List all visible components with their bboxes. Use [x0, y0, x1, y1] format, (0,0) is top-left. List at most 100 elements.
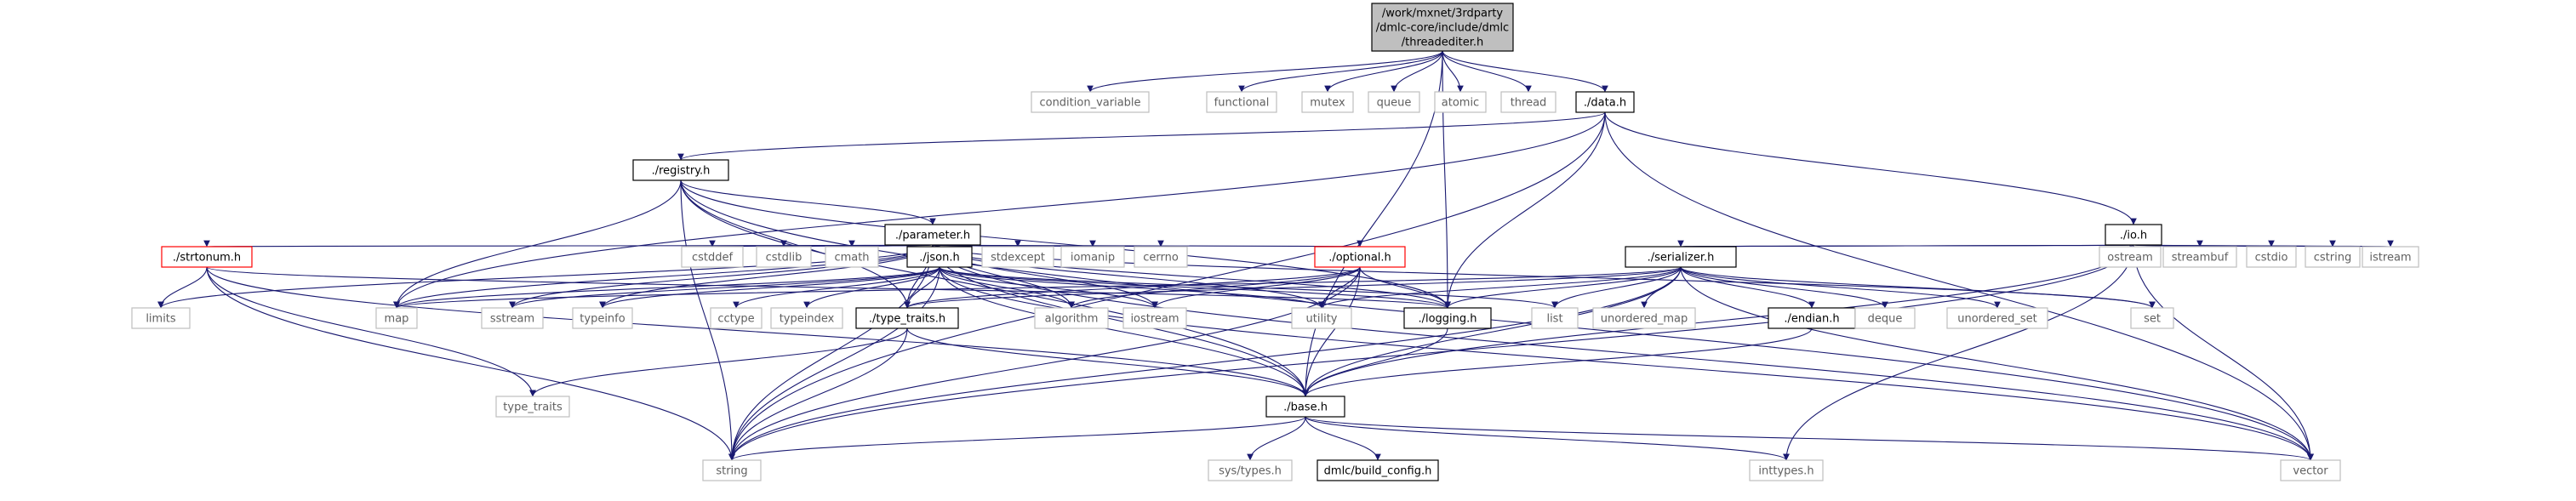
node-serializer[interactable]: ./serializer.h	[1625, 246, 1737, 268]
node-endian[interactable]: ./endian.h	[1768, 307, 1856, 329]
node-box	[2305, 246, 2361, 268]
node-box	[2099, 246, 2162, 268]
node-sstream: sstream	[481, 307, 544, 329]
node-box	[710, 307, 763, 329]
node-cerrno: cerrno	[1134, 246, 1188, 268]
node-label: thread	[1511, 97, 1547, 110]
edge-root-to-atomic	[1442, 50, 1464, 93]
node-box	[131, 307, 191, 329]
node-thread: thread	[1500, 91, 1556, 113]
node-box	[1575, 91, 1635, 113]
node-label: cstring	[2314, 252, 2351, 265]
node-box	[1034, 307, 1109, 329]
node-label: unordered_set	[1957, 313, 2036, 326]
node-box	[681, 246, 744, 268]
node-label: sstream	[490, 313, 534, 326]
node-label: list	[1546, 313, 1562, 326]
edge-json-to-vector	[939, 266, 2314, 461]
node-label: ./serializer.h	[1648, 252, 1715, 265]
node-strtonum[interactable]: ./strtonum.h	[161, 246, 253, 268]
node-box	[495, 396, 570, 418]
node-label: cctype	[717, 313, 754, 326]
node-box	[884, 224, 981, 246]
node-registry[interactable]: ./registry.h	[632, 159, 729, 181]
node-label: unordered_map	[1601, 313, 1688, 326]
node-box	[2362, 246, 2419, 268]
node-parameter[interactable]: ./parameter.h	[884, 224, 981, 246]
node-label: cmath	[834, 252, 869, 265]
node-box	[1031, 91, 1150, 113]
node-type-traits-h[interactable]: ./type_traits.h	[855, 307, 959, 329]
edge-root-to-thread	[1442, 50, 1532, 93]
node-vector: vector	[2280, 459, 2341, 481]
node-mutex: mutex	[1301, 91, 1354, 113]
node-box	[1301, 91, 1354, 113]
edge-optional-to-algorithm	[1068, 266, 1361, 309]
node-optional[interactable]: ./optional.h	[1314, 246, 1406, 268]
node-box	[2246, 246, 2297, 268]
edge-serializer-to-logging	[1444, 266, 1682, 309]
node-cstddef: cstddef	[681, 246, 744, 268]
edge-serializer-to-type_traits_h	[904, 266, 1682, 309]
edge-root-to-functional	[1238, 50, 1443, 93]
node-data[interactable]: ./data.h	[1575, 91, 1635, 113]
node-label: sys/types.h	[1219, 465, 1282, 478]
node-base[interactable]: ./base.h	[1265, 396, 1345, 418]
edge-serializer-to-endian	[1680, 266, 1815, 309]
node-string: string	[702, 459, 762, 481]
node-box	[1371, 3, 1514, 52]
node-box	[1134, 246, 1188, 268]
node-box	[1749, 459, 1824, 481]
node-inttypes: inttypes.h	[1749, 459, 1824, 481]
node-sys-types: sys/types.h	[1208, 459, 1293, 481]
edge-root-to-data	[1442, 50, 1608, 93]
node-logging[interactable]: ./logging.h	[1403, 307, 1492, 329]
edge-parameter-to-limits	[157, 244, 934, 309]
edge-serializer-to-utility	[1318, 266, 1682, 309]
node-label: map	[385, 313, 409, 326]
node-deque: deque	[1854, 307, 1916, 329]
node-json[interactable]: ./json.h	[906, 246, 973, 268]
edge-root-to-queue	[1391, 50, 1443, 93]
node-iomanip: iomanip	[1060, 246, 1125, 268]
node-condition-variable: condition_variable	[1031, 91, 1150, 113]
node-label: atomic	[1442, 97, 1479, 110]
node-build-config[interactable]: dmlc/build_config.h	[1317, 459, 1439, 481]
node-utility: utility	[1291, 307, 1352, 329]
node-label: type_traits	[503, 401, 563, 414]
edge-io-to-inttypes	[1783, 244, 2134, 461]
edge-json-to-string	[728, 266, 940, 461]
node-label: limits	[146, 313, 176, 326]
node-label: ./json.h	[919, 252, 959, 265]
edge-serializer-to-set	[1680, 266, 2156, 309]
edge-optional-to-type_traits_h	[904, 266, 1361, 309]
edge-serializer-to-string	[728, 266, 1682, 461]
edge-json-to-typeindex	[803, 266, 940, 309]
edge-data-to-io	[1604, 111, 2137, 225]
node-label: ./strtonum.h	[173, 252, 241, 265]
node-root[interactable]: /work/mxnet/3rdparty/dmlc-core/include/d…	[1371, 3, 1514, 52]
edge-optional-to-logging	[1359, 266, 1451, 309]
node-label: algorithm	[1045, 313, 1099, 326]
edge-data-to-map	[393, 111, 1606, 309]
node-label: set	[2144, 313, 2161, 326]
node-label: ./endian.h	[1784, 313, 1839, 326]
node-box	[1265, 396, 1345, 418]
node-box	[770, 307, 843, 329]
edge-json-to-cctype	[733, 266, 940, 309]
node-box	[632, 159, 729, 181]
node-label: dmlc/build_config.h	[1324, 465, 1432, 478]
edge-type_traits_h-to-type_traits	[529, 327, 908, 397]
edge-serializer-to-base	[1302, 266, 1682, 397]
node-box	[2280, 459, 2341, 481]
node-label: deque	[1868, 313, 1903, 326]
edge-parameter-to-string	[728, 244, 934, 461]
node-label: ./registry.h	[652, 165, 711, 178]
edge-data-to-logging	[1444, 111, 1606, 309]
node-atomic: atomic	[1434, 91, 1487, 113]
node-label: inttypes.h	[1758, 465, 1813, 478]
node-typeinfo: typeinfo	[572, 307, 633, 329]
node-io[interactable]: ./io.h	[2105, 224, 2162, 246]
edge-base-to-string	[728, 416, 1306, 461]
